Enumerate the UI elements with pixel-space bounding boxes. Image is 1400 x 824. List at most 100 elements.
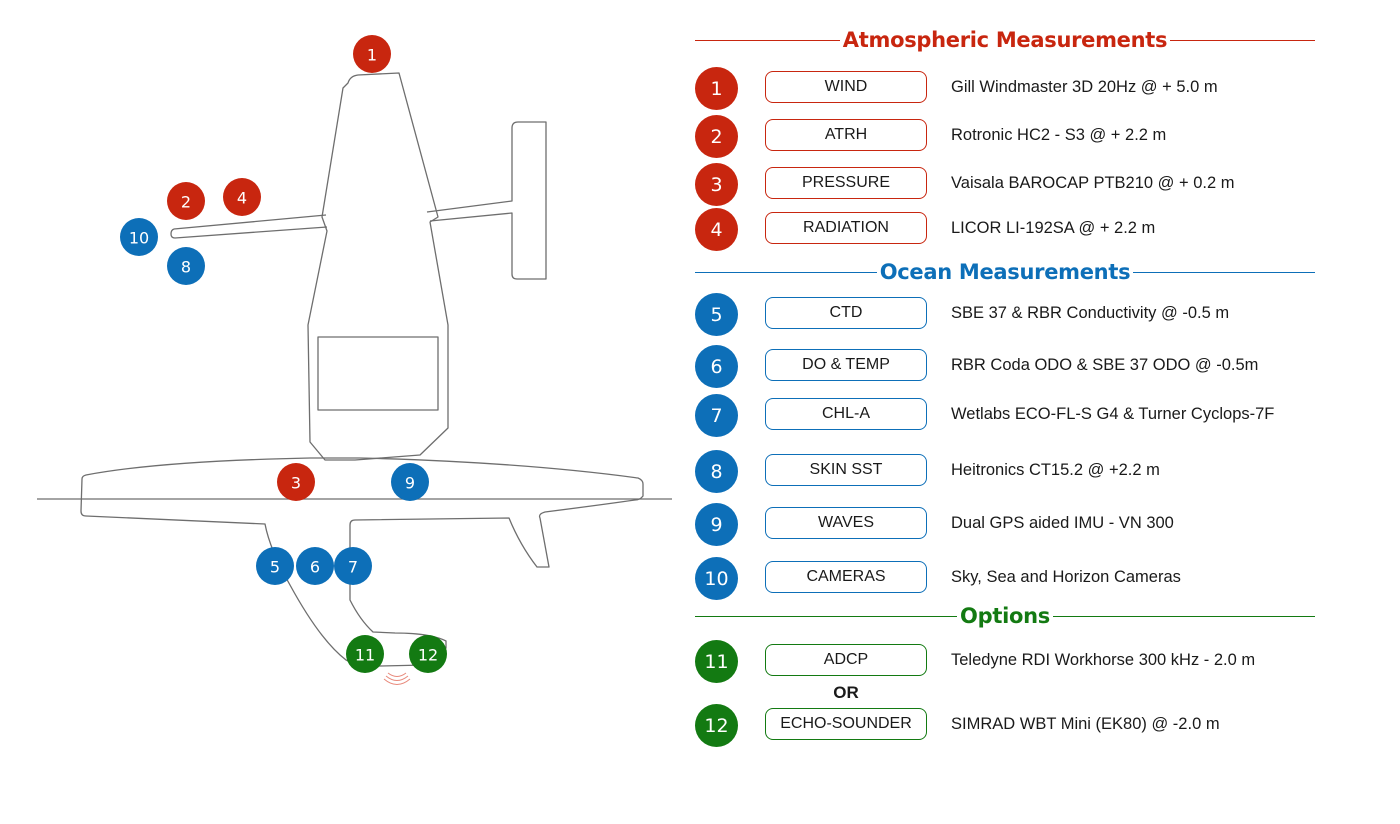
divider [1170, 39, 1316, 41]
measurement-label: WIND [765, 71, 927, 103]
marker-number: 10 [129, 229, 149, 248]
number-badge: 1 [695, 67, 738, 110]
marker-number: 6 [310, 558, 320, 577]
diagram-marker-3: 3 [277, 463, 315, 501]
number-badge: 8 [695, 450, 738, 493]
legend: Atmospheric Measurements 1 WIND Gill Windm… [695, 0, 1316, 824]
marker-circle [346, 635, 384, 673]
divider [695, 615, 958, 617]
legend-row: 1 WIND Gill Windmaster 3D 20Hz @ + 5.0 m [695, 67, 1315, 111]
marker-circle [353, 35, 391, 73]
marker-number: 11 [355, 646, 375, 665]
instrument-description: Dual GPS aided IMU - VN 300 [951, 513, 1174, 532]
marker-number: 9 [405, 474, 415, 493]
section-header-ocean: Ocean Measurements [695, 257, 1315, 287]
number-badge: 9 [695, 503, 738, 546]
number-badge: 2 [695, 115, 738, 158]
port-boom-outline [170, 214, 328, 239]
marker-circle [120, 218, 158, 256]
number-badge: 11 [695, 640, 738, 683]
instrument-description: LICOR LI-192SA @ + 2.2 m [951, 218, 1156, 237]
number-badge: 4 [695, 208, 738, 251]
legend-row: 4 RADIATION LICOR LI-192SA @ + 2.2 m [695, 208, 1315, 252]
marker-circle [296, 547, 334, 585]
legend-row: 12 ECHO-SOUNDER SIMRAD WBT Mini (EK80) @ -… [695, 704, 1315, 748]
marker-circle [167, 182, 205, 220]
number-badge: 7 [695, 394, 738, 437]
section-title: Atmospheric Measurements [842, 28, 1168, 52]
divider [695, 39, 840, 41]
marker-number: 3 [291, 474, 301, 493]
sail-outline [307, 72, 449, 461]
marker-number: 5 [270, 558, 280, 577]
measurement-label: SKIN SST [765, 454, 927, 486]
legend-row: 5 CTD SBE 37 & RBR Conductivity @ -0.5 m [695, 293, 1315, 337]
legend-row: 3 PRESSURE Vaisala BAROCAP PTB210 @ + 0.2 … [695, 163, 1315, 207]
instrument-description: Gill Windmaster 3D 20Hz @ + 5.0 m [951, 77, 1218, 96]
marker-circle [167, 247, 205, 285]
diagram-marker-4: 4 [223, 178, 261, 216]
sail-panel [317, 336, 439, 411]
measurement-label: CTD [765, 297, 927, 329]
marker-number: 8 [181, 258, 191, 277]
marker-circle [277, 463, 315, 501]
measurement-label: ECHO-SOUNDER [765, 708, 927, 740]
diagram-marker-6: 6 [296, 547, 334, 585]
number-badge: 5 [695, 293, 738, 336]
marker-number: 2 [181, 193, 191, 212]
legend-row: 6 DO & TEMP RBR Coda ODO & SBE 37 ODO @ -0… [695, 345, 1315, 389]
marker-number: 4 [237, 189, 247, 208]
measurement-label: PRESSURE [765, 167, 927, 199]
measurement-label: RADIATION [765, 212, 927, 244]
measurement-label: ATRH [765, 119, 927, 151]
diagram-marker-10: 10 [120, 218, 158, 256]
marker-number: 7 [348, 558, 358, 577]
or-separator: OR [833, 683, 859, 702]
diagram-marker-11: 11 [346, 635, 384, 673]
measurement-label: CHL-A [765, 398, 927, 430]
section-header-atmospheric: Atmospheric Measurements [695, 25, 1316, 55]
section-title: Options [960, 604, 1050, 628]
diagram-marker-12: 12 [409, 635, 447, 673]
instrument-description: Heitronics CT15.2 @ +2.2 m [951, 460, 1160, 479]
tail-boom-outline [426, 121, 547, 280]
measurement-label: ADCP [765, 644, 927, 676]
section-header-options: Options [695, 601, 1315, 631]
marker-circle [223, 178, 261, 216]
section-title: Ocean Measurements [879, 260, 1131, 284]
instrument-description: Wetlabs ECO-FL-S G4 & Turner Cyclops-7F [951, 404, 1275, 423]
divider [1133, 271, 1315, 273]
instrument-description: Teledyne RDI Workhorse 300 kHz - 2.0 m [951, 650, 1256, 669]
sonar-waves-icon [383, 672, 411, 685]
measurement-label: CAMERAS [765, 561, 927, 593]
legend-row: 9 WAVES Dual GPS aided IMU - VN 300 [695, 503, 1315, 547]
marker-circle [334, 547, 372, 585]
legend-row: 11 ADCP Teledyne RDI Workhorse 300 kHz - 2… [695, 640, 1315, 684]
legend-row: 10 CAMERAS Sky, Sea and Horizon Cameras [695, 557, 1315, 601]
diagram-marker-5: 5 [256, 547, 294, 585]
number-badge: 10 [695, 557, 738, 600]
measurement-label: DO & TEMP [765, 349, 927, 381]
diagram-marker-1: 1 [353, 35, 391, 73]
marker-circle [409, 635, 447, 673]
legend-row: 8 SKIN SST Heitronics CT15.2 @ +2.2 m [695, 450, 1315, 494]
marker-number: 1 [367, 46, 377, 65]
instrument-description: SBE 37 & RBR Conductivity @ -0.5 m [951, 303, 1230, 322]
instrument-description: Sky, Sea and Horizon Cameras [951, 567, 1181, 586]
number-badge: 3 [695, 163, 738, 206]
diagram-marker-2: 2 [167, 182, 205, 220]
number-badge: 12 [695, 704, 738, 747]
instrument-description: RBR Coda ODO & SBE 37 ODO @ -0.5m [951, 355, 1259, 374]
instrument-description: SIMRAD WBT Mini (EK80) @ -2.0 m [951, 714, 1220, 733]
diagram-marker-7: 7 [334, 547, 372, 585]
diagram-marker-9: 9 [391, 463, 429, 501]
number-badge: 6 [695, 345, 738, 388]
diagram-marker-8: 8 [167, 247, 205, 285]
legend-row: 7 CHL-A Wetlabs ECO-FL-S G4 & Turner Cyclo… [695, 394, 1315, 438]
marker-number: 12 [418, 646, 438, 665]
instrument-description: Vaisala BAROCAP PTB210 @ + 0.2 m [951, 173, 1235, 192]
marker-circle [256, 547, 294, 585]
measurement-label: WAVES [765, 507, 927, 539]
